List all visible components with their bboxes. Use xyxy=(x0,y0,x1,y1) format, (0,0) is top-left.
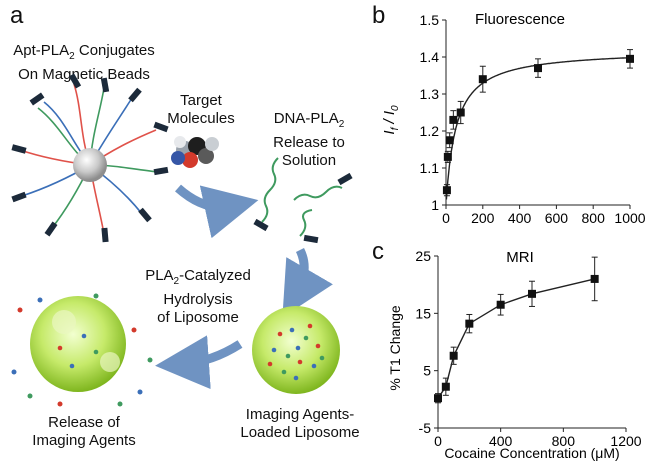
b-data-point xyxy=(443,152,452,161)
b-ytick-label: 1.1 xyxy=(420,160,440,176)
c-xtick-label: 400 xyxy=(489,433,513,449)
fluorescence-fit-curve xyxy=(445,57,630,200)
b-xtick-label: 600 xyxy=(545,210,569,226)
target-molecule xyxy=(171,136,219,168)
c-data-point xyxy=(449,351,458,360)
mri-title: MRI xyxy=(506,249,534,266)
mri-series-line xyxy=(437,278,595,399)
loaded-liposome-label: Imaging Agents-Loaded Liposome xyxy=(240,406,360,441)
released-dna-pla2 xyxy=(253,157,353,244)
c-data-point xyxy=(465,319,474,328)
mri-chart: MRI % T1 Change Cocaine Concentration (μ… xyxy=(387,248,642,461)
fluorescence-chart: Fluorescence If / I0 0 200 400 600 800 1000 1 1… xyxy=(381,11,646,226)
b-xtick-label: 1000 xyxy=(614,210,645,226)
arrow-to-hydrolysis xyxy=(155,335,243,390)
c-xtick-label: 800 xyxy=(552,433,576,449)
ruptured-liposome xyxy=(11,293,153,407)
b-xtick-label: 200 xyxy=(471,210,495,226)
conjugate-label: Apt-PLA2 Conjugates On Magnetic Beads xyxy=(13,42,155,83)
b-ytick-label: 1.5 xyxy=(420,12,440,28)
panel-b-letter: b xyxy=(372,2,386,29)
b-ytick-label: 1.3 xyxy=(420,86,440,102)
mri-xlabel: Cocaine Concentration (μM) xyxy=(444,445,619,461)
c-ytick-label: 15 xyxy=(415,305,431,321)
b-xtick-label: 800 xyxy=(582,210,606,226)
b-ytick-label: 1.4 xyxy=(420,49,440,65)
mri-ylabel: % T1 Change xyxy=(387,305,403,391)
b-ytick-label: 1.2 xyxy=(420,123,440,139)
b-data-point xyxy=(445,136,454,145)
arrow-to-liposome xyxy=(282,247,333,318)
b-xtick-label: 400 xyxy=(508,210,532,226)
schematic-illustration xyxy=(11,73,353,407)
fluorescence-title: Fluorescence xyxy=(475,11,565,28)
c-ytick-label: -5 xyxy=(419,420,432,436)
b-data-point xyxy=(626,54,634,63)
c-xtick-label: 1200 xyxy=(610,433,641,449)
c-xtick-label: 0 xyxy=(434,433,442,449)
c-ytick-label: 25 xyxy=(415,248,431,264)
b-ytick-label: 1 xyxy=(431,197,439,213)
arrow-to-release xyxy=(175,184,259,239)
c-data-point xyxy=(590,274,599,283)
magnetic-bead-cluster xyxy=(11,73,169,243)
panel-a-letter: a xyxy=(10,2,24,29)
b-data-point xyxy=(456,108,465,117)
loaded-liposome xyxy=(252,306,340,394)
c-data-point xyxy=(441,382,450,391)
fluorescence-ylabel: If / I0 xyxy=(381,105,401,135)
c-data-point xyxy=(496,300,505,309)
b-data-point xyxy=(442,186,451,195)
b-xtick-label: 0 xyxy=(442,210,450,226)
hydrolysis-label: PLA2-Catalyzed Hydrolysis of Liposome xyxy=(145,267,251,326)
c-data-point xyxy=(528,289,536,298)
release-label: DNA-PLA2 Release to Solution xyxy=(273,110,345,169)
c-ytick-label: 5 xyxy=(423,363,431,379)
b-data-point xyxy=(449,115,458,124)
panel-c-letter: c xyxy=(372,238,384,265)
c-data-point xyxy=(434,394,442,403)
fluorescence-ylabel-text: If / I0 xyxy=(381,105,401,135)
schematic-panel: Apt-PLA2 Conjugates On Magnetic Beads Ta… xyxy=(11,42,360,449)
b-data-point xyxy=(478,75,487,84)
b-data-point xyxy=(534,64,542,73)
